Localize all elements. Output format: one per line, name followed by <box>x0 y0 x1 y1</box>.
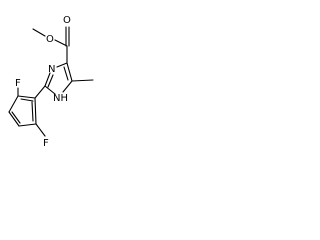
bond-c2-n1 <box>44 85 56 95</box>
bond-n3-c2 <box>44 72 51 87</box>
structure-diagram: O O N NH F F <box>8 15 94 149</box>
ester-oxygen-label: O <box>46 34 54 45</box>
molecule-figure: O O N NH F F <box>0 0 152 152</box>
bond-c5-methyl <box>71 79 94 82</box>
bond-ph5-fluorine <box>35 123 46 137</box>
bond-methyl-oxygen <box>32 28 46 37</box>
bond-ph5-ph6 <box>34 97 37 125</box>
bond-c4-c5 <box>66 62 73 82</box>
bond-c2-phenyl <box>34 85 46 99</box>
fluorine-top-label: F <box>15 78 21 89</box>
bond-n3-c2-inner <box>47 74 54 88</box>
bond-c4-c5-inner <box>63 66 69 81</box>
bond-n1-c5 <box>62 80 73 93</box>
carbonyl-oxygen-label: O <box>63 15 71 26</box>
fluorine-bottom-label: F <box>43 138 49 149</box>
bond-ph4-ph5 <box>18 123 37 127</box>
ring-nh-label: NH <box>53 93 68 104</box>
bond-ph3-ph4 <box>8 111 20 127</box>
bond-ph2-ph3 <box>8 95 19 113</box>
ring-nitrogen-label: N <box>48 64 55 75</box>
bond-oxygen-carbonyl <box>54 39 68 47</box>
bond-c4-n3 <box>56 62 68 68</box>
atom-labels: O O N NH F F <box>15 15 71 149</box>
bond-ph1-ph2 <box>17 95 36 99</box>
bond-ph3-ph4-inner <box>11 111 21 124</box>
bond-ph5-ph6-inner <box>31 101 34 122</box>
bond-ph1-ph2-inner <box>20 98 34 102</box>
